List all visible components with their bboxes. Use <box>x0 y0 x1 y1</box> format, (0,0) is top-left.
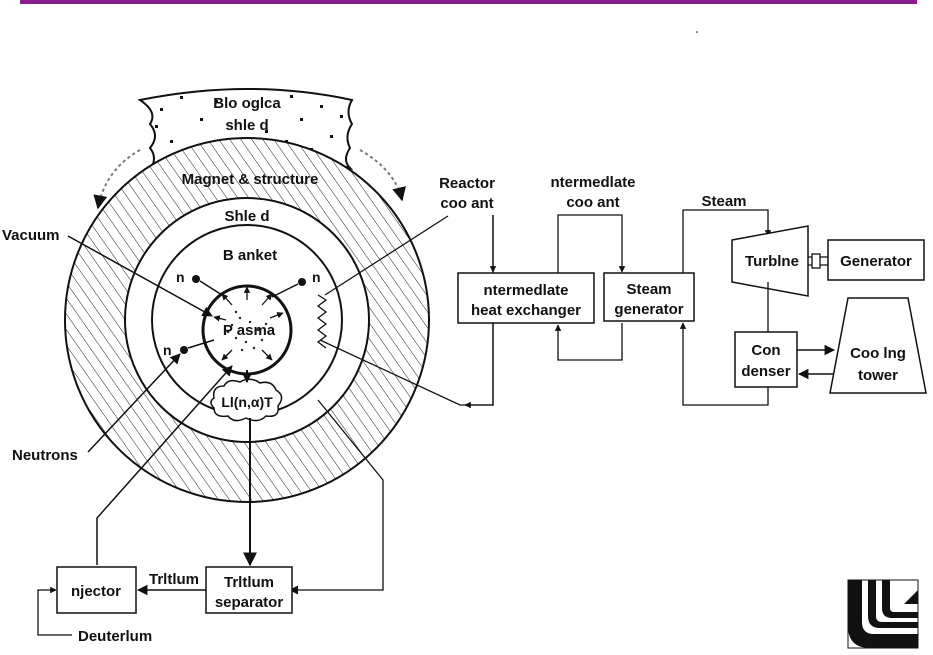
blanket-label: B anket <box>223 247 277 264</box>
neutron-particles: n n n <box>163 269 321 358</box>
reactor-coolant-label-2: coo ant <box>440 195 493 212</box>
tritium-separator <box>205 566 293 614</box>
rotation-arrow-left <box>93 149 141 210</box>
neutrons-label: Neutrons <box>12 447 78 464</box>
breeding-cloud <box>210 378 283 422</box>
header-bar <box>20 0 917 4</box>
turbine <box>731 225 809 297</box>
reactor-outlet-line <box>464 322 494 409</box>
neutron-label-1: n <box>176 269 185 285</box>
turbine-label: Turblne <box>745 253 799 270</box>
ihx-label-2: heat exchanger <box>471 302 581 319</box>
neutron-rays <box>213 286 284 361</box>
magnet-structure-label: Magnet & structure <box>182 171 319 188</box>
shield-label: Shle d <box>224 208 269 225</box>
vacuum-arrow <box>67 235 213 317</box>
injector-label: njector <box>71 583 121 600</box>
cooling-tower <box>829 297 927 394</box>
bio-shield-label-line2: shle d <box>225 117 268 134</box>
generator-label: Generator <box>840 253 912 270</box>
heat-zigzag <box>316 294 328 349</box>
cooling-tower-label-1: Coo lng <box>850 345 906 362</box>
turbine-shaft <box>808 253 828 269</box>
reactor-coolant-label-1: Reactor <box>439 175 495 192</box>
neutron-label-3: n <box>163 342 172 358</box>
tritium-separator-label-1: Trltlum <box>224 574 274 591</box>
intermediate-coolant-bottom-line <box>554 323 623 361</box>
deuterium-label: Deuterlum <box>78 628 152 645</box>
stray-mark <box>696 31 698 33</box>
steam-generator <box>603 272 695 322</box>
neutrons-arrow-1 <box>87 353 181 453</box>
tritium-label: Trltlum <box>149 571 199 588</box>
intermediate-coolant-top-line <box>557 214 626 273</box>
steam-generator-label-1: Steam <box>626 281 671 298</box>
breeding-reaction-label: Ll(n,α)T <box>221 394 273 410</box>
injector <box>56 566 137 614</box>
steam-line <box>682 209 772 273</box>
bio-shield-label-line1: Blo oglca <box>213 95 281 112</box>
intermediate-heat-exchanger <box>457 272 595 324</box>
steam-label: Steam <box>701 193 746 210</box>
feedwater-return-line <box>679 322 769 406</box>
condenser <box>734 331 798 388</box>
injector-feed-line <box>96 365 233 565</box>
cooling-tower-label-2: tower <box>858 367 898 384</box>
neutron-label-2: n <box>312 269 321 285</box>
condenser-label-2: denser <box>741 363 790 380</box>
generator <box>827 239 925 281</box>
deuterium-line <box>37 586 72 636</box>
reactor-coolant-pointer <box>324 215 449 296</box>
intermediate-coolant-label-2: coo ant <box>566 194 619 211</box>
tritium-separator-label-2: separator <box>215 594 284 611</box>
condenser-label-1: Con <box>751 342 780 359</box>
plasma-label: P asma <box>223 322 276 339</box>
rotation-arrow-right <box>359 149 406 202</box>
steam-generator-label-2: generator <box>614 301 683 318</box>
ihx-label-1: ntermedlate <box>483 282 568 299</box>
university-logo-icon <box>847 579 919 649</box>
plasma-stipple <box>226 310 268 352</box>
blanket-to-separator-line <box>289 399 384 595</box>
intermediate-coolant-label-1: ntermedlate <box>550 174 635 191</box>
vacuum-label: Vacuum <box>2 227 60 244</box>
